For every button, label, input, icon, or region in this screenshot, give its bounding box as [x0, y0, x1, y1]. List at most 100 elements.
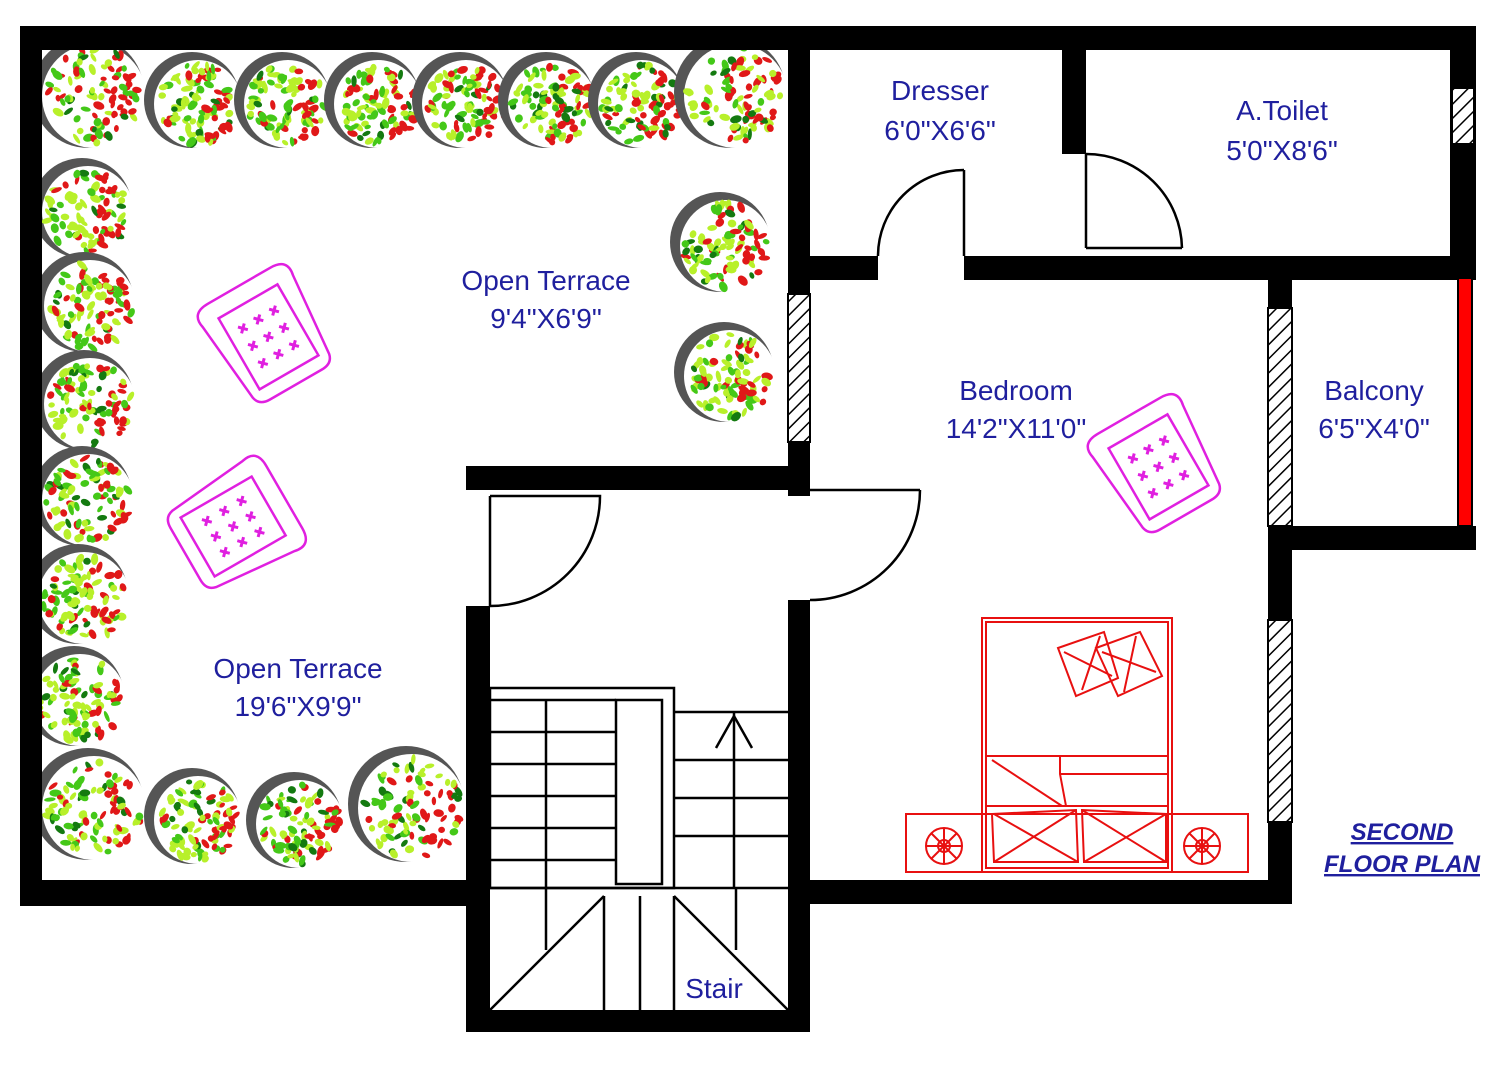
stair [488, 686, 789, 1011]
planter-shrub [670, 192, 772, 293]
planter-shrub [144, 768, 242, 864]
planter-shrub [412, 52, 510, 148]
chair-tuft: ✖ [1144, 484, 1162, 504]
dresser-name: Dresser [891, 75, 989, 106]
bed-set [905, 617, 1249, 873]
chair-tuft: ✖ [260, 328, 278, 348]
wall-dresser-bottom-right [964, 256, 1476, 280]
terrace-large-size: 19'6"X9'9" [234, 691, 361, 722]
side-table-lamp-right [1183, 827, 1221, 865]
windows [787, 87, 1475, 823]
planter-shrub [32, 158, 134, 258]
pillow-bottom-left [990, 808, 1080, 863]
planter-shrub [246, 772, 344, 868]
plan-title-line1: SECOND [1351, 819, 1454, 846]
wall-top-left [20, 26, 810, 50]
wall-stair-right [788, 600, 810, 1032]
chair-tuft: ✖ [1166, 449, 1184, 469]
planter-shrub [32, 36, 146, 148]
wall-top-right [788, 26, 1476, 50]
wall-bottom-left [20, 880, 490, 906]
bedroom-size: 14'2"X11'0" [946, 413, 1087, 444]
chair-tuft: ✖ [1124, 450, 1142, 470]
planter-shrub [674, 322, 776, 422]
chair-tuft: ✖ [286, 336, 304, 356]
planter-shrub [34, 350, 136, 450]
bedroom-name: Bedroom [959, 375, 1073, 406]
planter-shrub [674, 36, 788, 148]
chair-tuft: ✖ [244, 337, 262, 357]
chair-tuft: ✖ [276, 319, 294, 339]
chair-tuft: ✖ [213, 502, 233, 520]
chair-tuft: ✖ [234, 320, 252, 340]
window-terrace [787, 293, 811, 443]
planter-shrub [24, 646, 126, 746]
chair-tuft: ✖ [254, 354, 272, 374]
planter-shrub [324, 52, 422, 148]
chair-tuft: ✖ [1160, 475, 1178, 495]
balcony-name: Balcony [1324, 375, 1424, 406]
chair-tuft: ✖ [214, 544, 234, 562]
planter-shrub [498, 52, 596, 148]
planter-shrub [348, 746, 466, 862]
chair-tuft: ✖ [231, 492, 251, 510]
wall-balcony-bottom [1268, 526, 1476, 550]
chair-terrace-lower: ✖✖✖✖✖✖✖✖✖ [166, 454, 308, 590]
doors [488, 152, 1184, 608]
chair-tuft: ✖ [196, 512, 216, 530]
terrace-large-name: Open Terrace [213, 653, 382, 684]
terrace-small-size: 9'4"X6'9" [490, 303, 602, 334]
dresser-size: 6'0"X6'6" [884, 115, 996, 146]
wall-dresser-toilet [1062, 26, 1086, 154]
door-toilet [1084, 152, 1184, 250]
chair-tuft: ✖ [1156, 432, 1174, 452]
stair-arrow-head [714, 713, 754, 749]
chair-bedroom: ✖✖✖✖✖✖✖✖✖ [1086, 392, 1222, 534]
planter-shrub [32, 446, 134, 546]
wall-right-mid [1450, 144, 1476, 278]
chair-tuft: ✖ [240, 508, 260, 526]
planter-shrub [588, 52, 687, 148]
bed-sheet-fold [986, 755, 1067, 807]
stair-landing-outline [488, 686, 676, 890]
walls [20, 26, 1476, 1032]
chair-tuft: ✖ [1150, 458, 1168, 478]
stair-well [614, 698, 664, 886]
planter-shrub [28, 544, 130, 644]
balcony-railing [1457, 277, 1473, 527]
window-bedroom [1267, 619, 1293, 823]
pillow-bottom-right [1080, 808, 1167, 863]
stair-steps [490, 700, 788, 950]
chair-tuft: ✖ [1176, 466, 1194, 486]
wall-terrace-small-bottom [466, 466, 810, 490]
side-table-lamp-left [925, 827, 963, 865]
chair-terrace-upper: ✖✖✖✖✖✖✖✖✖ [196, 262, 332, 404]
chair-tuft: ✖ [205, 528, 225, 546]
planter-shrub [32, 748, 146, 860]
wall-bottom-right [788, 880, 1292, 904]
wall-outer-left [20, 26, 42, 906]
planter-shrub [234, 52, 332, 148]
wall-stair-left [466, 606, 490, 1032]
stair-name: Stair [685, 973, 743, 1004]
window-balcony [1267, 307, 1293, 527]
chair-tuft: ✖ [1134, 467, 1152, 487]
toilet-name: A.Toilet [1236, 95, 1328, 126]
chair-tuft: ✖ [231, 534, 251, 552]
door-dresser [876, 168, 966, 257]
pillow-top-right [1094, 630, 1164, 698]
chair-tuft: ✖ [222, 518, 242, 536]
pillow-top-left [1056, 630, 1120, 698]
balcony-size: 6'5"X4'0" [1318, 413, 1430, 444]
window-toilet [1451, 87, 1475, 145]
wall-stair-bottom [466, 1010, 810, 1032]
chair-tuft: ✖ [266, 302, 284, 322]
planter-shrub [144, 52, 242, 148]
door-bedroom [809, 488, 922, 602]
bed-frame [981, 617, 1173, 873]
planter-shrub [34, 252, 136, 352]
plan-title-line2: FLOOR PLAN [1324, 851, 1481, 878]
chair-tuft: ✖ [1140, 441, 1158, 461]
terrace-small-name: Open Terrace [461, 265, 630, 296]
